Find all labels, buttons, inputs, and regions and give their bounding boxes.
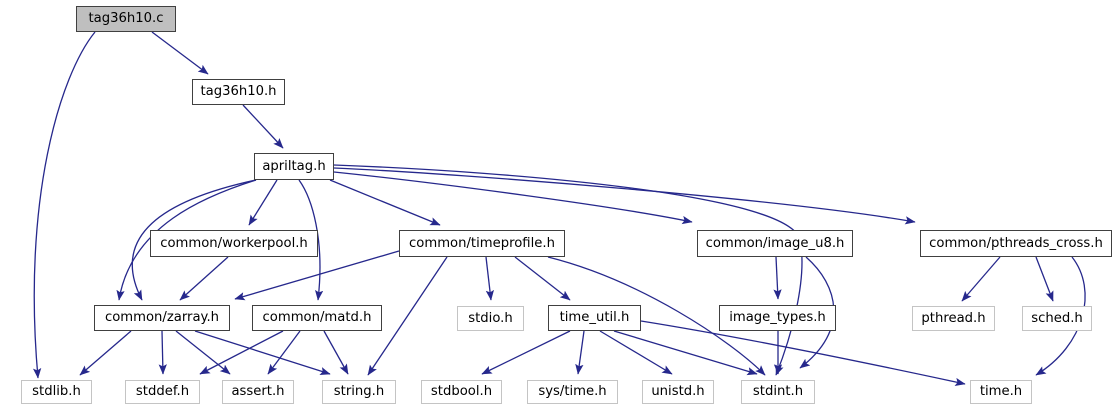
graph-node-schedh[interactable]: sched.h <box>1022 306 1092 331</box>
graph-node-matdh[interactable]: common/matd.h <box>252 305 382 331</box>
edge-apriltagh-to-zarrayh2 <box>131 179 257 301</box>
graph-node-label: common/pthreads_cross.h <box>929 235 1103 251</box>
graph-node-workerpoolh[interactable]: common/workerpool.h <box>150 230 318 257</box>
edge-apriltagh-to-imageu8h <box>333 171 693 225</box>
edge-timeprofileh-to-timeutilh <box>514 256 571 301</box>
edge-timeutilh-to-stdinth <box>613 330 758 376</box>
edge-apriltagh-to-workerpoolh <box>248 179 278 226</box>
graph-node-stddefh[interactable]: stddef.h <box>125 380 200 404</box>
edge-apriltagh-to-pthreadscrossh <box>333 167 916 225</box>
edges <box>32 31 1086 387</box>
graph-node-label: apriltag.h <box>262 158 326 174</box>
graph-node-imageu8h[interactable]: common/image_u8.h <box>697 230 853 257</box>
edge-apriltagh-to-timeprofileh <box>329 179 441 226</box>
graph-node-label: stdbool.h <box>430 384 493 400</box>
graph-node-label: assert.h <box>231 384 285 400</box>
graph-node-label: time_util.h <box>559 310 630 326</box>
edge-timeprofileh-to-stdinth <box>547 256 766 376</box>
edge-timeprofileh-to-zarrayh <box>234 250 400 301</box>
edge-imageu8h-to-imagetypesh <box>773 256 782 300</box>
graph-node-label: stdlib.h <box>32 384 81 400</box>
graph-node-systimeh[interactable]: sys/time.h <box>527 380 618 404</box>
graph-node-label: sys/time.h <box>538 384 607 400</box>
graph-node-label: common/image_u8.h <box>705 235 845 251</box>
graph-node-pthreadscrossh[interactable]: common/pthreads_cross.h <box>920 230 1112 257</box>
edge-timeutilh-to-systimeh <box>575 330 585 375</box>
edge-zarrayh-to-stringh <box>194 330 331 376</box>
edge-timeutilh-to-unistdh <box>599 330 673 375</box>
edge-zarrayh-to-stdlibh <box>79 330 132 376</box>
graph-node-timeutilh[interactable]: time_util.h <box>548 305 641 331</box>
graph-node-label: stddef.h <box>135 384 190 400</box>
graph-node-label: pthread.h <box>921 310 986 326</box>
graph-node-stdboolh[interactable]: stdbool.h <box>421 380 502 404</box>
graph-node-zarrayh[interactable]: common/zarray.h <box>94 305 230 331</box>
graph-node-unistdh[interactable]: unistd.h <box>642 380 714 404</box>
edge-apriltagh-to-stdinth <box>333 164 803 376</box>
graph-node-stdinth[interactable]: stdint.h <box>741 380 815 404</box>
graph-node-imagetypesh[interactable]: image_types.h <box>719 305 836 331</box>
graph-node-label: common/zarray.h <box>104 310 220 326</box>
graph-node-stdioh[interactable]: stdio.h <box>457 306 524 331</box>
graph-node-stringh[interactable]: string.h <box>322 380 396 404</box>
graph-node-label: image_types.h <box>729 310 826 326</box>
edge-tag36h10c-to-stdlibh <box>32 31 96 379</box>
edge-timeutilh-to-timeh <box>640 320 966 387</box>
graph-node-label: tag36h10.c <box>88 11 164 27</box>
edge-tag36h10c-to-tag36h10h <box>151 31 209 75</box>
graph-node-label: unistd.h <box>651 384 705 400</box>
graph-node-pthreadh[interactable]: pthread.h <box>912 306 995 331</box>
graph-node-timeh[interactable]: time.h <box>970 380 1032 404</box>
graph-node-label: common/workerpool.h <box>160 235 308 251</box>
edge-zarrayh-to-asserth <box>175 330 231 375</box>
edge-matdh-to-asserth <box>267 330 301 375</box>
graph-node-label: common/matd.h <box>262 310 372 326</box>
edge-pthreadscrossh-to-schedh <box>1035 256 1054 302</box>
edge-timeutilh-to-stdboolh <box>481 330 571 375</box>
graph-node-label: stdio.h <box>468 310 513 326</box>
edge-timeprofileh-to-stringh <box>367 256 448 376</box>
graph-node-asserth[interactable]: assert.h <box>222 380 294 404</box>
graph-node-tag36h10h[interactable]: tag36h10.h <box>192 79 285 105</box>
graph-node-label: sched.h <box>1031 310 1083 326</box>
edge-matdh-to-stddefh <box>199 330 284 375</box>
graph-node-label: time.h <box>979 384 1023 400</box>
graph-node-label: common/timeprofile.h <box>409 235 555 251</box>
graph-node-tag36h10c[interactable]: tag36h10.c <box>76 6 176 32</box>
graph-node-timeprofileh[interactable]: common/timeprofile.h <box>399 230 565 257</box>
edge-matdh-to-stringh <box>323 330 349 375</box>
edge-tag36h10h-to-apriltagh <box>242 104 284 149</box>
edge-pthreadscrossh-to-pthreadh <box>961 256 1001 302</box>
edge-zarrayh-to-stddefh <box>158 330 167 375</box>
graph-node-apriltagh[interactable]: apriltag.h <box>254 153 334 180</box>
edge-timeprofileh-to-stdioh <box>485 256 495 301</box>
graph-node-label: tag36h10.h <box>200 84 277 100</box>
graph-node-label: string.h <box>333 384 385 400</box>
edge-workerpoolh-to-zarrayh <box>179 256 229 301</box>
graph-node-label: stdint.h <box>752 384 804 400</box>
edge-apriltagh-to-matdh <box>298 179 324 301</box>
graph-node-stdlibh[interactable]: stdlib.h <box>21 380 92 404</box>
edge-apriltagh-to-zarrayh <box>116 179 257 301</box>
